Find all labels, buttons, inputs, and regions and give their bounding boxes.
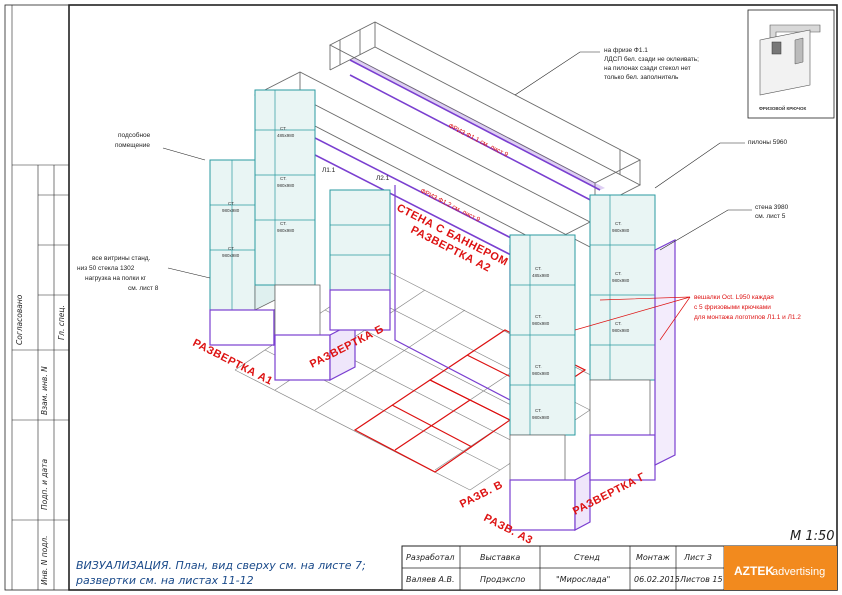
title-block: Разработал Выставка Стенд Монтаж Лист 3 … bbox=[401, 545, 838, 591]
ct-tag: СТ. bbox=[535, 364, 542, 369]
svg-text:на пилонах сзади стекол нет: на пилонах сзади стекол нет bbox=[604, 65, 691, 72]
tb-exhibition-label: Выставка bbox=[480, 553, 520, 562]
ct-tag: 980х980 bbox=[222, 253, 240, 258]
svg-text:для монтажа логотипов Л1.1 и Л: для монтажа логотипов Л1.1 и Л1.2 bbox=[694, 314, 801, 321]
ct-tag: СТ. bbox=[228, 201, 235, 206]
tb-developer-name: Валяев А.В. bbox=[406, 575, 455, 584]
ct-tag: СТ. bbox=[535, 314, 542, 319]
tb-sheet: Лист 3 bbox=[683, 553, 712, 562]
stamp-sign-date: Подп. и дата bbox=[40, 459, 49, 510]
ct-tag: 980х980 bbox=[222, 208, 240, 213]
logo-rest: advertising bbox=[772, 566, 825, 578]
side-stamp: Согласовано Гл. спец. Взам. инв. N Подп.… bbox=[11, 5, 69, 590]
svg-text:подсобное: подсобное bbox=[118, 131, 151, 139]
svg-text:помещение: помещение bbox=[115, 142, 150, 149]
inset-caption: ФРИЗОВОЙ КРЮЧОК bbox=[759, 104, 806, 111]
label-razv-v: РАЗВ. В bbox=[458, 479, 505, 511]
callout-pylons: пилоны 5960 bbox=[748, 139, 788, 146]
callout-frieze: на фризе Ф1.1 ЛДСП бел. сзади не оклеива… bbox=[604, 47, 699, 81]
description-line2: развертки см. на листах 11-12 bbox=[75, 574, 254, 587]
stamp-inv-orig: Инв. N подл. bbox=[40, 535, 49, 585]
tb-mount-label: Монтаж bbox=[636, 553, 671, 562]
svg-text:все витрины станд.: все витрины станд. bbox=[92, 255, 151, 262]
svg-text:стена 3980: стена 3980 bbox=[755, 204, 789, 211]
inset-frieze-hook: ФРИЗОВОЙ КРЮЧОК bbox=[747, 9, 835, 119]
ct-tag: СТ. bbox=[280, 126, 287, 131]
stamp-replaced-inv: Взам. инв. N bbox=[40, 366, 49, 415]
tb-stand-name: "Мирослада" bbox=[556, 575, 610, 584]
callout-utility: подсобное помещение bbox=[115, 131, 151, 149]
svg-text:с 5 фризовыми крючками: с 5 фризовыми крючками bbox=[694, 304, 771, 311]
ct-tag: СТ. bbox=[280, 221, 287, 226]
stamp-chief-spec: Гл. спец. bbox=[57, 305, 66, 340]
callout-wall: стена 3980 см. лист 5 bbox=[755, 204, 789, 220]
ct-tag: 485х980 bbox=[532, 273, 550, 278]
pylon-right-front bbox=[509, 234, 591, 531]
leader-lines bbox=[162, 51, 752, 279]
tb-date: 06.02.2015 bbox=[634, 575, 680, 584]
leader-lines-red bbox=[574, 296, 691, 341]
frieze-f11: ФРИЗ Ф1.1 см. лист 9 bbox=[349, 58, 605, 206]
logo-l21: Л2.1 bbox=[376, 175, 390, 182]
pylon-left bbox=[209, 89, 356, 381]
ct-tag: СТ. bbox=[228, 246, 235, 251]
tb-stand-label: Стенд bbox=[574, 553, 600, 562]
tb-exhibition-name: Продэкспо bbox=[480, 575, 525, 584]
svg-text:только бел. заполнитель: только бел. заполнитель bbox=[604, 73, 679, 81]
ct-tag: 980х980 bbox=[612, 278, 630, 283]
logo-l11: Л1.1 bbox=[322, 167, 336, 174]
svg-text:на фризе Ф1.1: на фризе Ф1.1 bbox=[604, 47, 648, 54]
stamp-agreed: Согласовано bbox=[15, 294, 24, 345]
ct-tag: СТ. bbox=[615, 271, 622, 276]
svg-text:вешалки Oct. L950 каждая: вешалки Oct. L950 каждая bbox=[694, 294, 774, 301]
ct-tag: 485х980 bbox=[277, 133, 295, 138]
callout-hangers: вешалки Oct. L950 каждая с 5 фризовыми к… bbox=[694, 294, 801, 321]
ct-tag: СТ. bbox=[615, 221, 622, 226]
ct-tag: 980х980 bbox=[277, 228, 295, 233]
ct-tag: СТ. bbox=[535, 408, 542, 413]
callout-showcases: все витрины станд. низ 50 стекла 1302 на… bbox=[77, 255, 159, 292]
pylon-right-back bbox=[589, 194, 676, 481]
tb-developer-label: Разработал bbox=[406, 553, 454, 562]
ct-tags: СТ. 980х980 СТ. 980х980 СТ. 485х980 СТ. … bbox=[222, 126, 630, 420]
svg-text:нагрузка на полки кг: нагрузка на полки кг bbox=[85, 275, 147, 282]
scale-label: М 1:50 bbox=[790, 529, 835, 544]
logo-brand: AZTEK bbox=[734, 564, 774, 578]
ct-tag: СТ. bbox=[535, 266, 542, 271]
ct-tag: 980х980 bbox=[612, 328, 630, 333]
ct-tag: 980х980 bbox=[532, 415, 550, 420]
ct-tag: 980х980 bbox=[277, 183, 295, 188]
svg-text:см. лист 8: см. лист 8 bbox=[128, 285, 159, 292]
svg-text:ЛДСП бел. сзади не оклеивать;: ЛДСП бел. сзади не оклеивать; bbox=[604, 55, 699, 63]
description-line1: ВИЗУАЛИЗАЦИЯ. План, вид сверху см. на ли… bbox=[76, 559, 366, 572]
ct-tag: 980х980 bbox=[532, 371, 550, 376]
ct-tag: СТ. bbox=[615, 321, 622, 326]
svg-text:низ 50 стекла 1302: низ 50 стекла 1302 bbox=[77, 265, 135, 272]
logo-box bbox=[724, 546, 837, 590]
ct-tag: 980х980 bbox=[612, 228, 630, 233]
ct-tag: СТ. bbox=[280, 176, 287, 181]
showcase-left bbox=[329, 189, 391, 331]
svg-text:см. лист 5: см. лист 5 bbox=[755, 213, 786, 220]
ct-tag: 980х980 bbox=[532, 321, 550, 326]
tb-sheets-total: Листов 15 bbox=[679, 575, 723, 584]
